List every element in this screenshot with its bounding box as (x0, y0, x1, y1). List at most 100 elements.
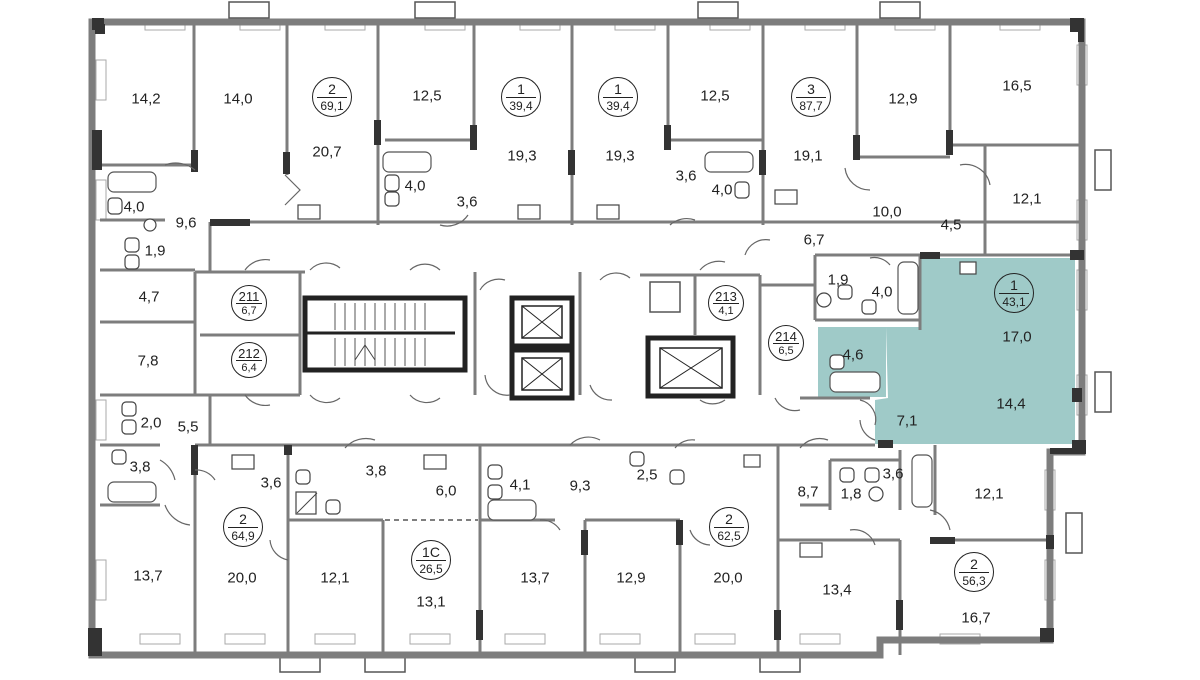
room-area: 9,3 (569, 477, 591, 495)
apartment-rooms: 1 (1010, 277, 1018, 293)
room-area: 3,6 (675, 167, 697, 185)
service-room-badge-211[interactable]: 211 6,7 (231, 285, 267, 321)
apartment-badge-2-62[interactable]: 2 62,5 (709, 507, 749, 547)
apartment-total-area: 64,9 (231, 529, 255, 543)
service-room-area: 4,1 (718, 305, 734, 317)
room-area: 20,0 (227, 569, 257, 587)
apartment-badge-1-39b[interactable]: 1 39,4 (598, 77, 638, 117)
room-area: 4,5 (940, 216, 962, 234)
apartment-total-area: 43,1 (1002, 295, 1026, 309)
room-area: 2,0 (140, 414, 162, 432)
room-area: 14,0 (223, 90, 253, 108)
room-area: 1,8 (840, 485, 862, 503)
apartment-rooms: 1С (422, 544, 440, 560)
shower-diagonal (296, 492, 318, 514)
room-area: 4,1 (509, 476, 531, 494)
apartment-badge-1c-26[interactable]: 1С 26,5 (411, 540, 451, 580)
apartment-badge-1-43[interactable]: 1 43,1 (994, 273, 1034, 313)
room-area: 3,8 (365, 462, 387, 480)
room-area: 20,7 (312, 143, 342, 161)
room-area: 6,0 (435, 482, 457, 500)
room-area: 4,0 (404, 177, 426, 195)
fixtures (107, 174, 977, 558)
room-area: 19,3 (507, 147, 537, 165)
service-room-badge-214[interactable]: 214 6,5 (768, 325, 804, 361)
room-area: 4,0 (123, 198, 145, 216)
apartment-total-area: 62,5 (717, 529, 741, 543)
room-area: 13,7 (520, 569, 550, 587)
room-area: 7,1 (896, 412, 918, 430)
apartment-badge-1-39a[interactable]: 1 39,4 (501, 77, 541, 117)
room-area: 13,7 (133, 567, 163, 585)
service-room-area: 6,7 (241, 305, 257, 317)
elevators (509, 281, 736, 401)
room-area: 7,8 (137, 352, 159, 370)
room-area: 12,5 (700, 87, 730, 105)
apartment-badge-2-69[interactable]: 2 69,1 (312, 77, 352, 117)
bathtubs (107, 151, 933, 521)
room-area: 12,1 (974, 485, 1004, 503)
room-area: 14,2 (131, 90, 161, 108)
room-area: 19,3 (605, 147, 635, 165)
apartment-badge-2-64[interactable]: 2 64,9 (223, 507, 263, 547)
room-area: 16,7 (961, 609, 991, 627)
door-swings (159, 162, 991, 561)
room-area: 9,6 (175, 214, 197, 232)
room-area: 12,5 (412, 87, 442, 105)
outer-walls (88, 18, 1086, 659)
apartment-total-area: 69,1 (320, 99, 344, 113)
staircase (302, 295, 468, 373)
room-area: 12,9 (616, 569, 646, 587)
service-room-number: 211 (238, 289, 260, 304)
service-room-number: 212 (238, 346, 260, 361)
service-room-badge-212[interactable]: 212 6,4 (231, 342, 267, 378)
room-area: 14,4 (996, 395, 1026, 413)
apartment-rooms: 2 (970, 556, 978, 572)
room-area: 17,0 (1002, 328, 1032, 346)
apartment-total-area: 39,4 (509, 99, 533, 113)
room-area: 1,9 (144, 242, 166, 260)
room-area: 12,1 (320, 569, 350, 587)
apartment-total-area: 26,5 (419, 562, 443, 576)
room-area: 19,1 (793, 147, 823, 165)
apartment-rooms: 1 (517, 81, 525, 97)
room-area: 10,0 (872, 203, 902, 221)
room-area: 8,7 (797, 483, 819, 501)
room-area: 4,6 (842, 346, 864, 364)
room-area: 13,1 (416, 593, 446, 611)
service-room-area: 6,5 (778, 345, 794, 357)
service-room-area: 6,4 (241, 362, 257, 374)
room-area: 12,9 (888, 90, 918, 108)
room-area: 4,7 (138, 288, 160, 306)
apartment-rooms: 1 (614, 81, 622, 97)
room-area: 3,6 (882, 465, 904, 483)
apartment-badge-3-87[interactable]: 3 87,7 (791, 77, 831, 117)
apartment-rooms: 2 (725, 511, 733, 527)
room-area: 16,5 (1002, 77, 1032, 95)
apartment-rooms: 2 (239, 511, 247, 527)
room-area: 3,8 (129, 458, 151, 476)
room-area: 3,6 (260, 474, 282, 492)
room-area: 5,5 (177, 418, 199, 436)
room-area: 3,6 (456, 193, 478, 211)
service-room-number: 213 (715, 289, 737, 304)
room-area: 2,5 (636, 466, 658, 484)
service-room-number: 214 (775, 329, 797, 344)
room-area: 1,9 (827, 271, 849, 289)
room-area: 6,7 (803, 231, 825, 249)
windows (228, 1, 1112, 673)
service-room-badge-213[interactable]: 213 4,1 (708, 285, 744, 321)
room-area: 4,0 (871, 283, 893, 301)
apartment-total-area: 39,4 (606, 99, 630, 113)
apartment-badge-2-56[interactable]: 2 56,3 (954, 552, 994, 592)
wall-piers (92, 22, 1084, 640)
room-area: 12,1 (1012, 190, 1042, 208)
room-area: 20,0 (713, 569, 743, 587)
apartment-rooms: 2 (328, 81, 336, 97)
apartment-rooms: 3 (807, 81, 815, 97)
room-area: 4,0 (711, 181, 733, 199)
apartment-total-area: 87,7 (799, 99, 823, 113)
room-area: 13,4 (822, 581, 852, 599)
